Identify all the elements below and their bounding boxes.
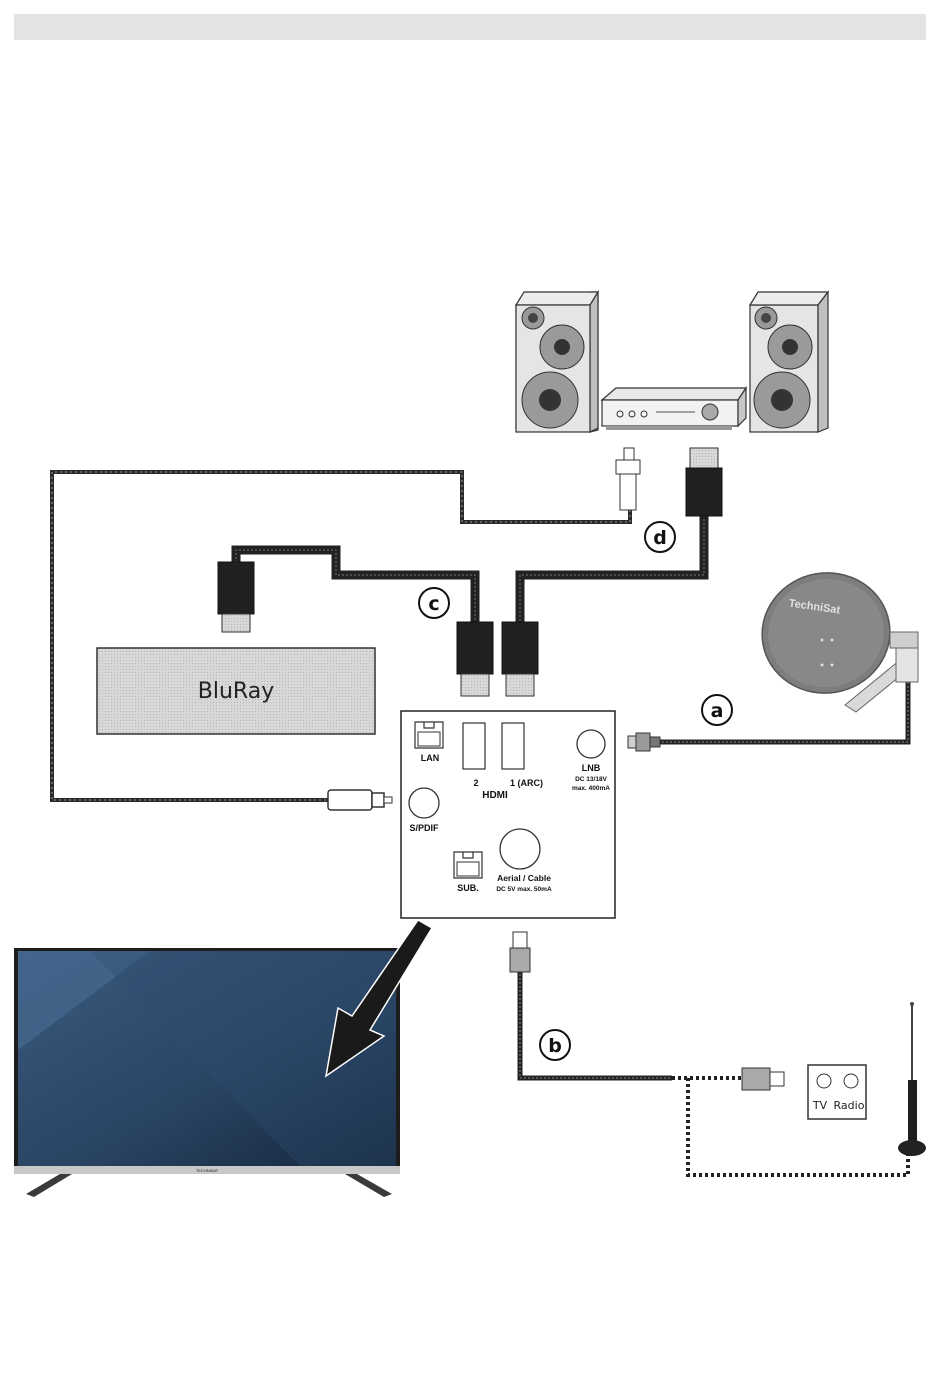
bluray-player: BluRay — [97, 648, 375, 734]
callout-c-label: c — [428, 593, 439, 615]
lan-label: LAN — [421, 753, 440, 763]
hifi-system — [516, 292, 828, 432]
indoor-antenna — [898, 1002, 926, 1156]
aerial-label: Aerial / Cable — [497, 873, 551, 883]
lnb-label: LNB — [582, 763, 601, 773]
tv-left-foot — [26, 1174, 72, 1197]
wall-socket: TV Radio — [808, 1065, 866, 1119]
spdif-label: S/PDIF — [409, 823, 439, 833]
lnb-spec-voltage: DC 13/18V — [575, 776, 607, 783]
amplifier — [602, 388, 746, 430]
spdif-port — [409, 788, 439, 818]
callout-c: c — [419, 588, 449, 618]
tv-brand: TECHNISAT — [196, 1168, 219, 1173]
optical-plug-amp — [616, 448, 640, 510]
wall-socket-tv-label: TV — [812, 1099, 828, 1112]
hdmi-plug-port-1 — [502, 622, 538, 696]
aerial-cable — [520, 970, 672, 1078]
callout-d: d — [645, 522, 675, 552]
right-speaker — [750, 292, 828, 432]
hdmi-port-1-label: 1 (ARC) — [510, 778, 543, 788]
aerial-plug — [510, 932, 530, 972]
aerial-cable-dotted-antenna — [688, 1078, 908, 1175]
television: TECHNISAT — [14, 948, 400, 1197]
hdmi-cable-arc — [520, 515, 704, 622]
lnb-port — [577, 730, 605, 758]
hdmi-port-1 — [502, 723, 524, 769]
callout-d-label: d — [653, 527, 667, 549]
hdmi-port-2-label: 2 — [473, 778, 478, 788]
hdmi-plug-port-2 — [457, 622, 493, 696]
wall-socket-radio-label: Radio — [834, 1099, 865, 1112]
f-connector-lnb — [628, 733, 660, 751]
aerial-spec: DC 5V max. 50mA — [496, 886, 552, 893]
tv-right-foot — [345, 1174, 392, 1197]
hdmi-plug-amp — [686, 448, 722, 516]
left-speaker — [516, 292, 598, 432]
hdmi-label: HDMI — [482, 790, 508, 801]
bluray-label: BluRay — [198, 679, 274, 704]
callout-a: a — [702, 695, 732, 725]
wall-socket-plug — [742, 1068, 784, 1090]
satellite-dish: TechniSat — [753, 563, 918, 712]
sub-label: SUB. — [457, 883, 479, 893]
callout-b-label: b — [548, 1035, 562, 1057]
lnb-spec-current: max. 400mA — [572, 785, 610, 792]
receiver-rear-panel: LAN 2 1 (ARC) HDMI LNB DC 13/18V max. 40… — [401, 711, 615, 918]
callout-a-label: a — [711, 700, 724, 722]
callout-b: b — [540, 1030, 570, 1060]
optical-plug-panel — [328, 790, 392, 810]
aerial-port — [500, 829, 540, 869]
hdmi-port-2 — [463, 723, 485, 769]
hdmi-plug-bluray — [218, 562, 254, 632]
